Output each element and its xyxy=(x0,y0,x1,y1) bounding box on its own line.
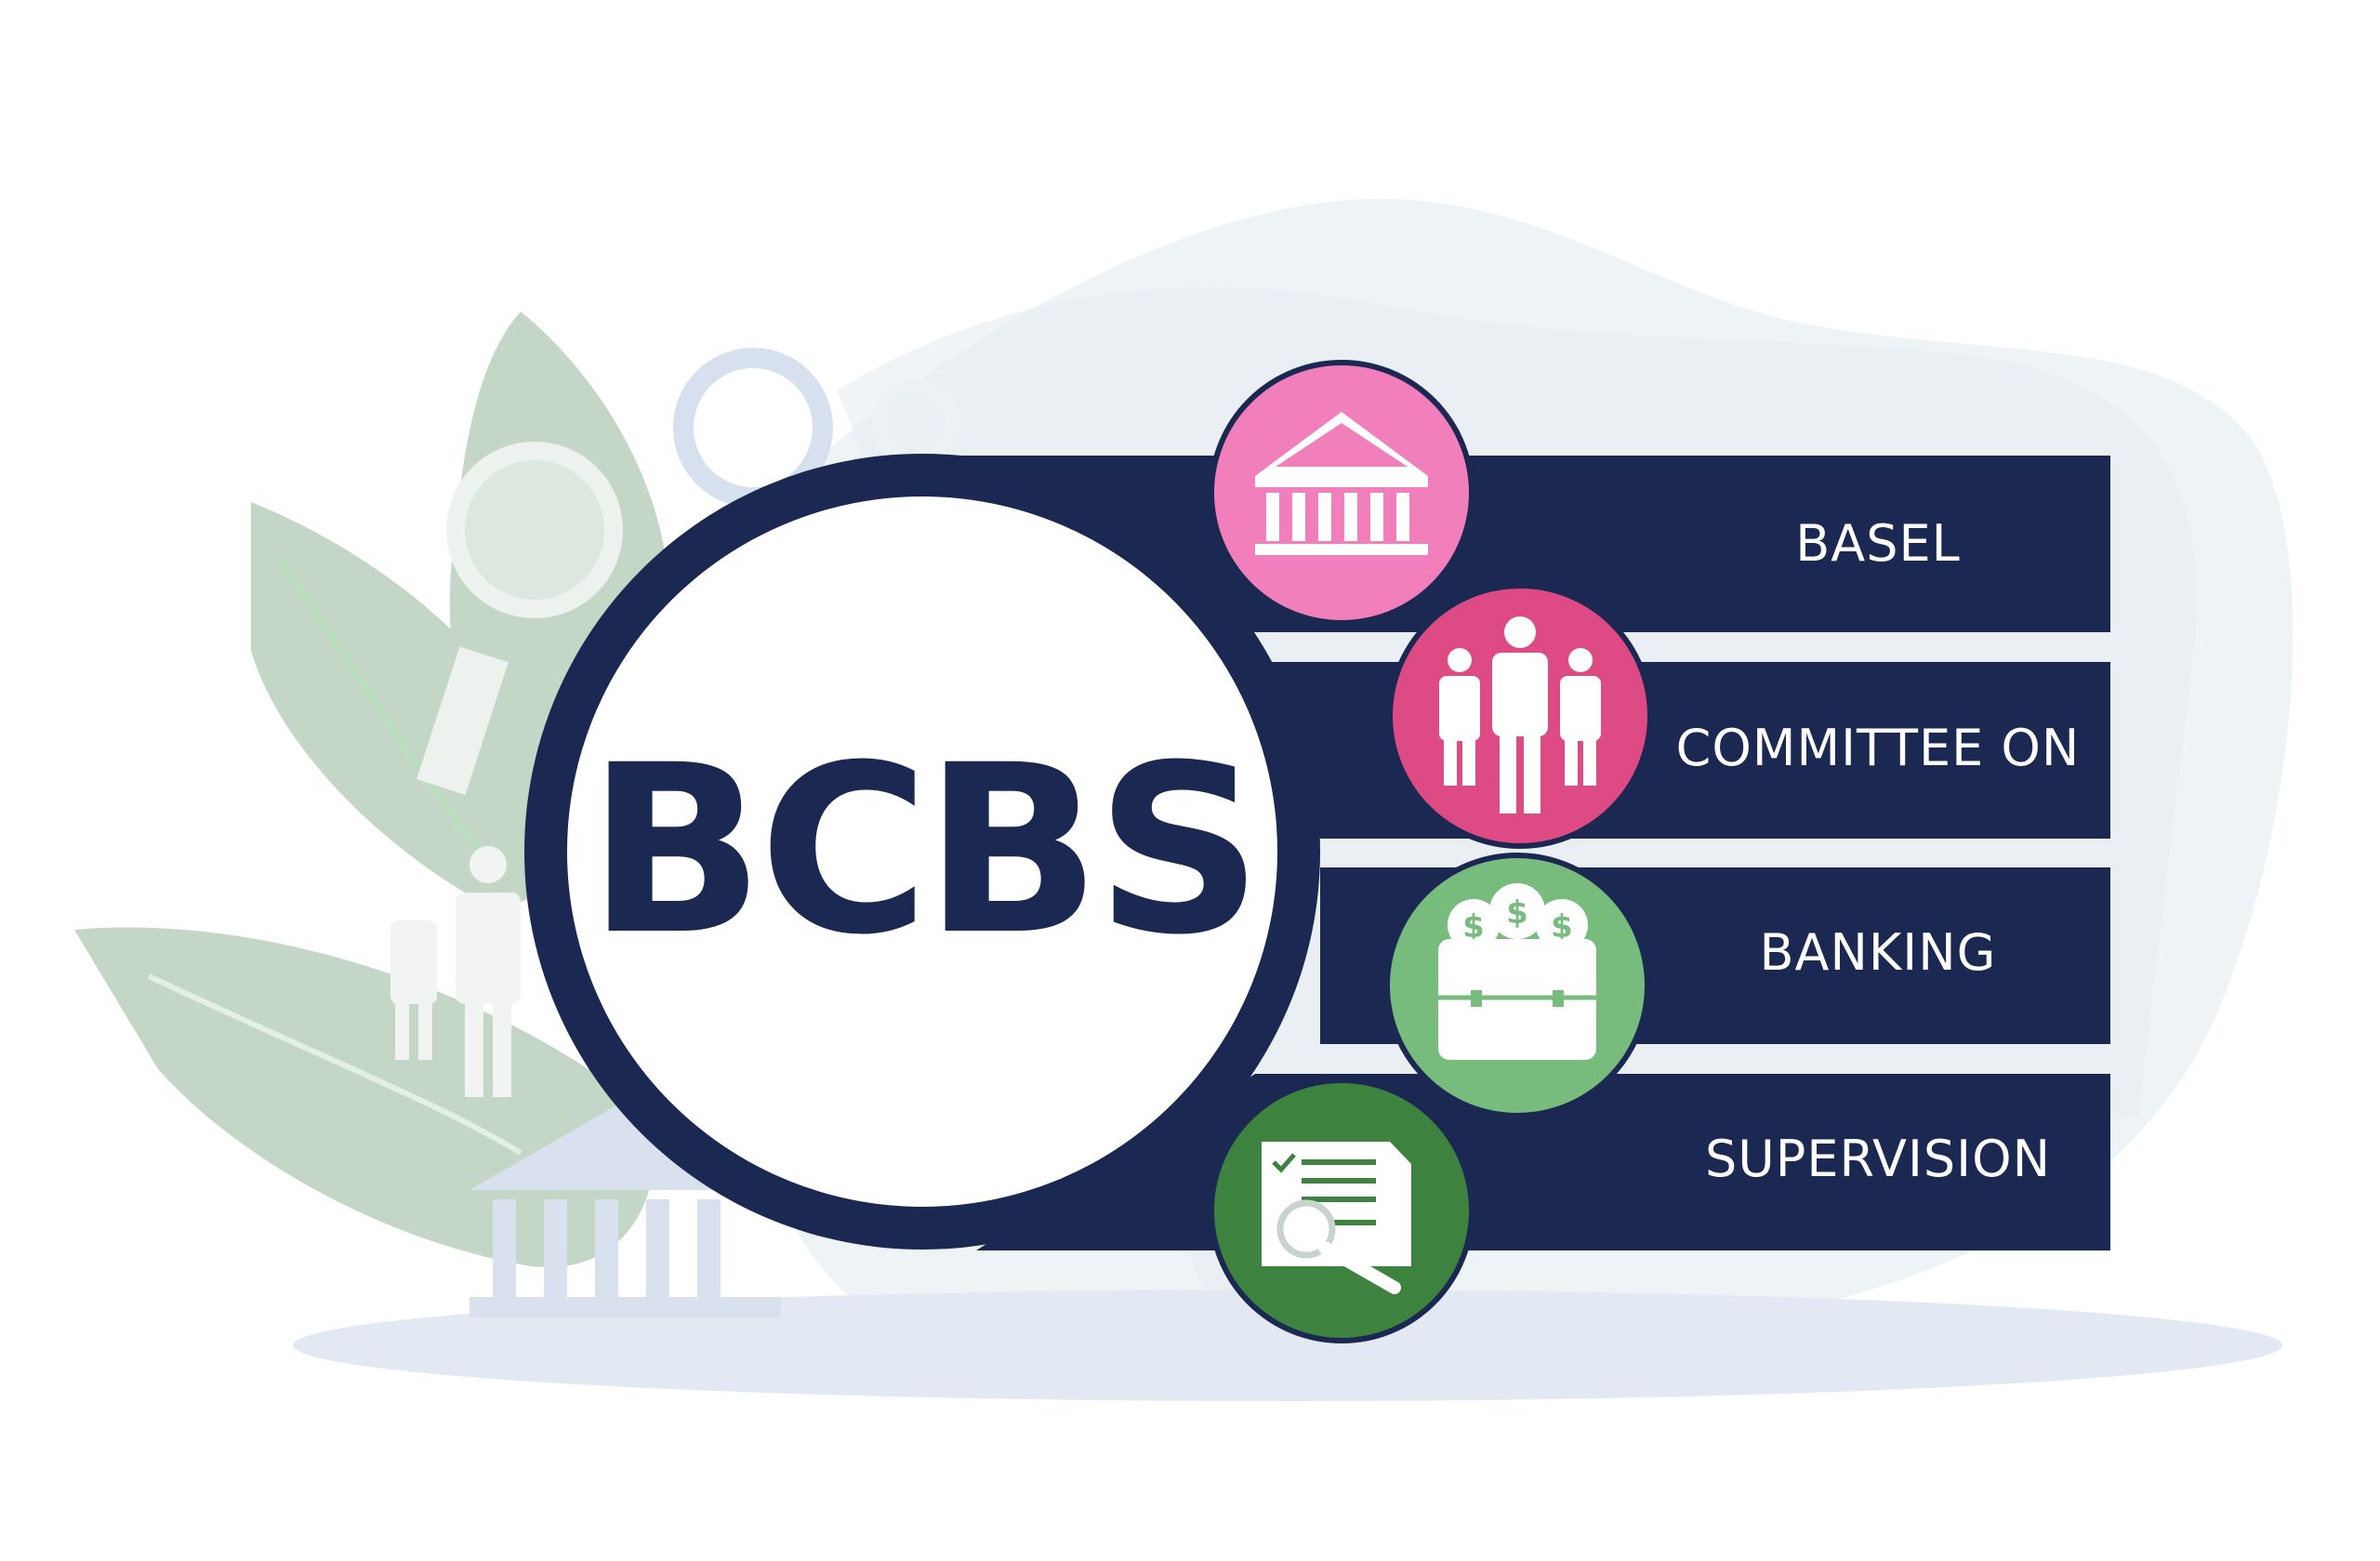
people-group-icon xyxy=(1387,583,1653,849)
money-briefcase-icon: $ $ $ xyxy=(1384,853,1650,1118)
document-inspection-icon xyxy=(1209,1078,1474,1343)
leaf-icon xyxy=(251,502,562,906)
svg-text:$: $ xyxy=(1551,908,1573,946)
ground-shadow xyxy=(293,1290,2282,1401)
svg-text:$: $ xyxy=(1462,908,1485,946)
faded-people-icon xyxy=(390,846,521,1097)
row-label-supervision: SUPERVISION xyxy=(1704,1130,2052,1188)
row-label-committee-on: COMMITTEE ON xyxy=(1675,719,2081,777)
row-label-banking: BANKING xyxy=(1759,923,1997,982)
acronym-circle xyxy=(567,496,1277,1207)
svg-text:$: $ xyxy=(1506,894,1528,932)
acronym-title: BCBS xyxy=(587,715,1263,986)
magnifier-icon xyxy=(446,442,623,618)
bank-icon xyxy=(1209,360,1474,626)
row-label-basel: BASEL xyxy=(1795,514,1961,573)
